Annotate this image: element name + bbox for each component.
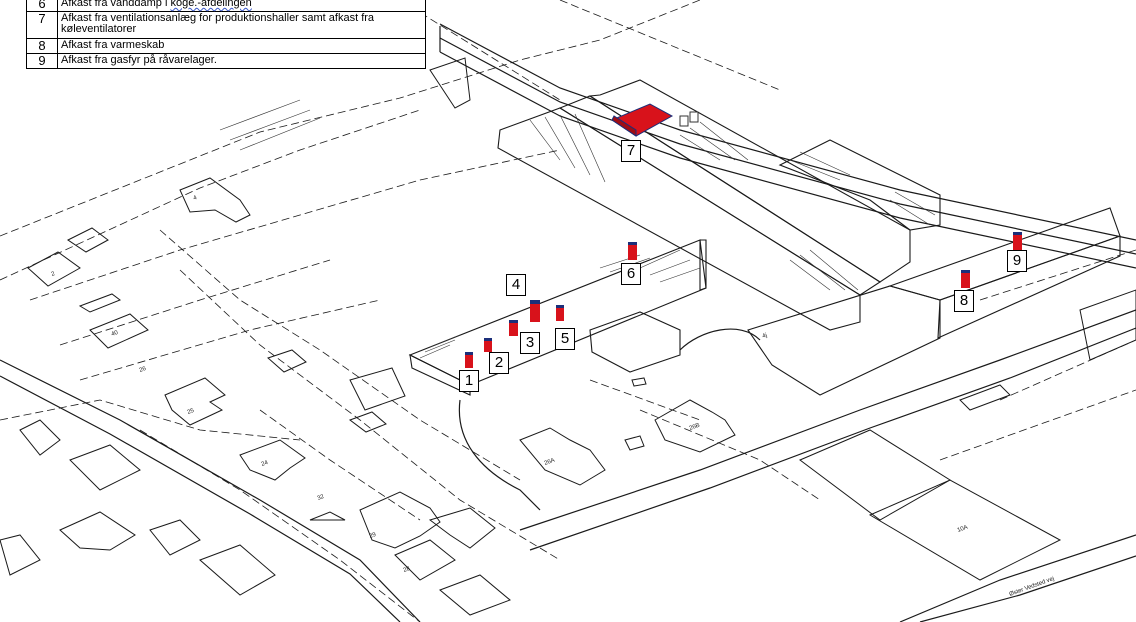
marker-label-6: 6 (621, 263, 641, 285)
factory-buildings (408, 79, 1121, 396)
houses (0, 57, 1136, 616)
marker-label-4: 4 (506, 274, 526, 296)
legend-number: 9 (26, 53, 58, 69)
marker-label-2: 2 (489, 352, 509, 374)
chimney-4 (530, 300, 540, 322)
marker-label-7: 7 (621, 140, 641, 162)
legend-text: Afkast fra ventilationsanlæg for produkt… (57, 11, 426, 39)
plot-number: 32 (317, 494, 326, 502)
street-label: Øster Vedsted vej (1009, 576, 1056, 598)
roads (0, 23, 1136, 622)
chimney-9 (1013, 232, 1022, 250)
legend-text: Afkast fra gasfyr på råvarelager. (57, 53, 426, 69)
legend-text: Afkast fra varmeskab (57, 38, 426, 54)
plot-number: 4 (193, 195, 199, 202)
ventilation-unit-7 (610, 103, 699, 137)
legend-row: 9 Afkast fra gasfyr på råvarelager. (26, 53, 426, 69)
legend-table: 6 Afkast fra vanddamp i koge.-afdelingen… (26, 0, 426, 69)
chimney-3 (509, 320, 518, 336)
chimneys (465, 232, 1022, 368)
legend-row: 6 Afkast fra vanddamp i koge.-afdelingen (26, 0, 426, 12)
legend-row: 8 Afkast fra varmeskab (26, 38, 426, 54)
marker-label-9: 9 (1007, 250, 1027, 272)
plot-numbers: 4 2 40 26 25 24 32 29 28 26A 26B 10A 4j … (51, 195, 1056, 598)
plot-number: 25 (187, 408, 196, 416)
chimney-2 (484, 338, 492, 352)
legend-row: 7 Afkast fra ventilationsanlæg for produ… (26, 11, 426, 39)
marker-label-3: 3 (520, 332, 540, 354)
plot-number: 10A (957, 525, 969, 534)
legend-text: Afkast fra vanddamp i koge.-afdelingen (57, 0, 426, 12)
plot-number: 28 (403, 566, 412, 574)
legend-number: 7 (26, 11, 58, 39)
plot-number: 4j (762, 333, 768, 340)
chimney-1 (465, 352, 473, 368)
marker-label-5: 5 (555, 328, 575, 350)
chimney-8 (961, 270, 970, 288)
plot-number: 29 (369, 532, 378, 540)
marker-label-1: 1 (459, 370, 479, 392)
plot-number: 26B (689, 423, 701, 432)
marker-label-8: 8 (954, 290, 974, 312)
roof-hatching (219, 99, 936, 359)
legend-number: 6 (26, 0, 58, 12)
chimney-5 (556, 305, 564, 321)
plot-number: 26 (139, 366, 148, 374)
legend-number: 8 (26, 38, 58, 54)
plot-number: 24 (261, 460, 270, 468)
plot-number: 26A (544, 458, 556, 467)
plot-number: 40 (111, 330, 120, 338)
chimney-6 (628, 242, 637, 260)
plot-number: 2 (51, 271, 57, 278)
